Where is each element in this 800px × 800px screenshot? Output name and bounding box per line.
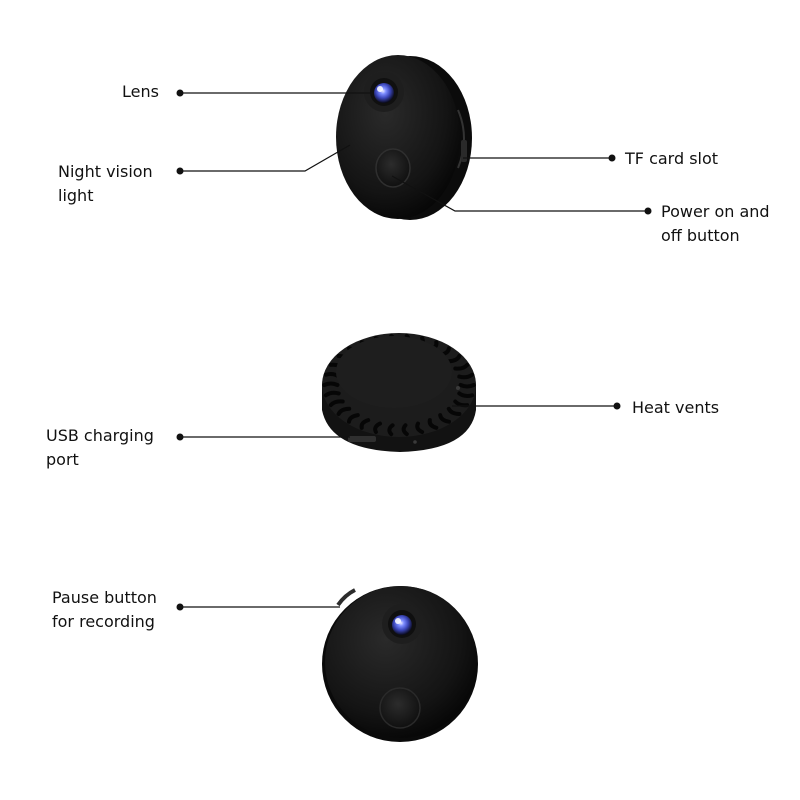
lens-icon — [382, 604, 422, 644]
leader-night-vision — [180, 144, 351, 172]
label-usb-line2: port — [46, 450, 79, 469]
vent-slit — [453, 362, 470, 371]
vent-slit — [336, 406, 352, 416]
label-tf-card: TF card slot — [625, 147, 718, 171]
label-night-vision: Night vision light — [58, 160, 153, 208]
label-pause-line1: Pause button — [52, 588, 157, 607]
vent-slit — [458, 383, 476, 389]
label-night-vision-line1: Night vision — [58, 162, 153, 181]
vent-slit — [387, 423, 395, 437]
label-power-line2: off button — [661, 226, 740, 245]
power-button-icon — [379, 687, 421, 729]
label-heat-vents-text: Heat vents — [632, 398, 720, 417]
vent-slit — [457, 391, 475, 398]
vent-slit — [359, 418, 371, 430]
vent-slit — [415, 421, 425, 434]
tf-card-slot — [461, 140, 467, 162]
vent-slit — [446, 406, 462, 416]
vent-slit — [401, 423, 409, 437]
vent-slit — [446, 354, 462, 364]
label-tf-card-text: TF card slot — [625, 149, 719, 168]
vent-slit — [438, 413, 451, 424]
label-heat-vents: Heat vents — [632, 396, 719, 420]
pause-button — [336, 588, 356, 607]
usb-port — [348, 436, 376, 442]
camera-front-angled — [336, 55, 472, 220]
label-lens: Lens — [122, 80, 159, 104]
label-power-line1: Power on and — [661, 202, 770, 221]
vent-slit — [427, 418, 439, 430]
label-power: Power on and off button — [661, 200, 770, 248]
vent-slit — [453, 399, 470, 408]
vent-slit — [323, 390, 341, 398]
vent-slit — [322, 381, 340, 387]
vent-slit — [457, 372, 475, 380]
leader-dots — [176, 89, 652, 611]
label-night-vision-line2: light — [58, 186, 94, 205]
vent-slit — [373, 421, 382, 434]
leader-lines — [180, 92, 648, 608]
lens-icon — [364, 72, 404, 112]
label-pause-line2: for recording — [52, 612, 155, 631]
label-pause: Pause button for recording — [52, 586, 157, 634]
camera-front — [322, 586, 478, 742]
label-usb: USB charging port — [46, 424, 154, 472]
label-lens-text: Lens — [122, 82, 159, 101]
vent-slit — [328, 399, 345, 408]
vent-slit — [347, 413, 360, 424]
power-button-icon — [375, 148, 411, 188]
leader-power — [391, 175, 648, 212]
label-usb-line1: USB charging — [46, 426, 154, 445]
camera-back — [322, 333, 476, 452]
